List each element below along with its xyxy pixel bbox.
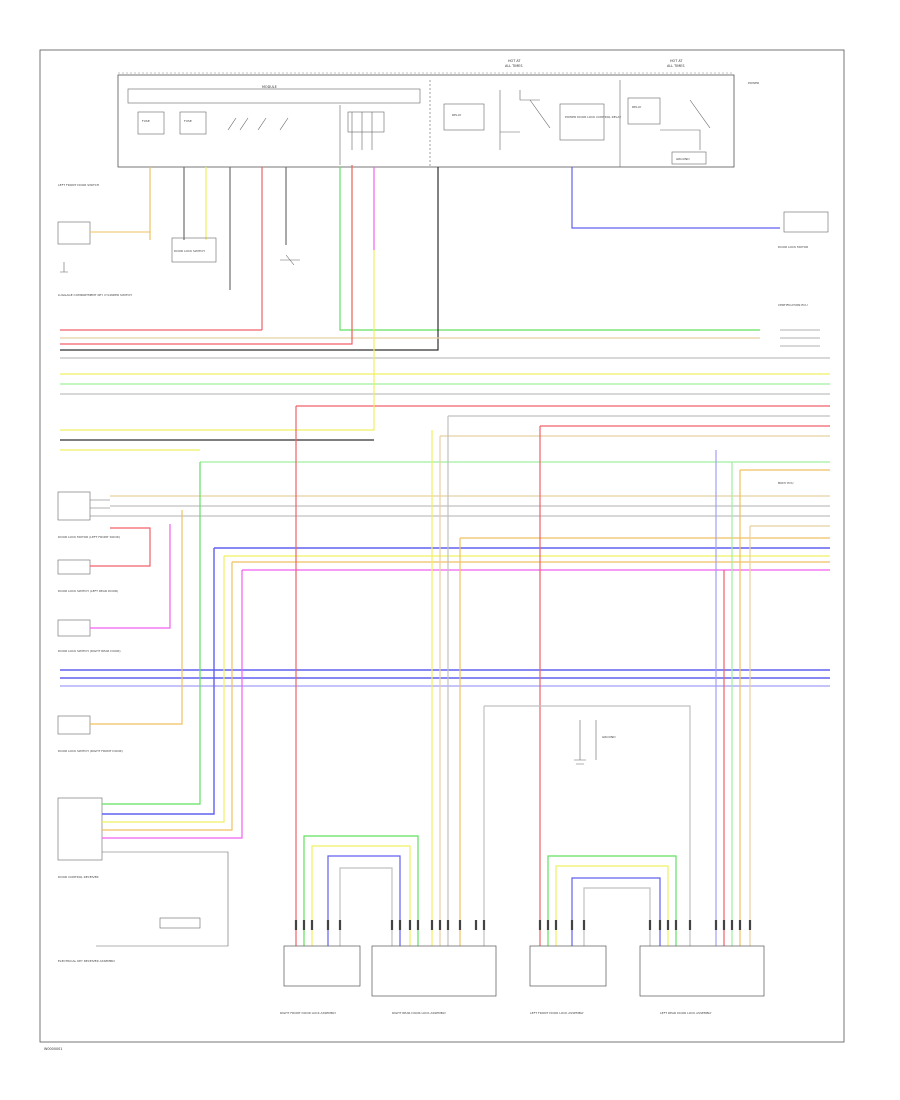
loop-rf-green [303,835,419,946]
door-lock-switch-lr-label: DOOR LOCK SWITCH (LEFT REAR DOOR) [58,589,118,593]
wire-black-drop [60,167,439,351]
hot-right-line1: HOT AT [670,59,683,63]
fuse-2-box [179,111,207,135]
door-control-receiver-group: DOOR CONTROL RECEIVER ELECTRICAL KEY REC… [57,462,243,963]
fuse-1-label: FUSE [142,119,150,123]
mid-ground-lines [574,720,597,765]
loop-lf-blue [571,877,661,946]
door-lock-switch-rr-label: DOOR LOCK SWITCH (RIGHT REAR DOOR) [58,649,121,653]
relay-1-box [443,103,485,131]
certification-ecu-label: CERTIFICATION ECU [778,303,808,307]
certification-ecu-pins [780,329,820,347]
top-module-group: MODULE HOT AT ALL TIMES HOT AT ALL TIMES… [117,59,759,168]
left-front-door-switch-label: LEFT FRONT DOOR SWITCH [58,183,99,187]
relay-1-contact [499,90,551,150]
ground-label: GROUND [676,157,690,161]
fuse-1-box [137,111,165,135]
body-ecu-label: BODY ECU [778,481,794,485]
door-lock-switch-box [171,237,217,263]
power-relay-box [559,103,605,141]
relay-2-label: RELAY [632,105,642,109]
bus-yellow-2 [60,250,375,431]
ground-box [671,151,707,165]
loop-lf-green [547,855,677,946]
power-relay-label: POWER DOOR LOCK CONTROL RELAY [565,115,621,119]
hot-right-line2: ALL TIMES [667,64,684,68]
left-top-components: LEFT FRONT DOOR SWITCH DOOR LOCK SWITCH … [57,183,300,297]
rr-door-lock-label: RIGHT REAR DOOR LOCK ASSEMBLY [392,1011,446,1015]
rf-door-lock-label: RIGHT FRONT DOOR LOCK ASSEMBLY [280,1011,336,1015]
mid-ground-symbol: GROUND [574,720,616,765]
bottom-connectors: RIGHT FRONT DOOR LOCK ASSEMBLY RIGHT REA… [280,920,765,1015]
module-drop-wires [60,167,780,351]
receiver-wire-orange [102,562,233,831]
door-control-receiver-box [57,797,103,861]
door-lock-switch-label: DOOR LOCK SWITCH [174,249,205,253]
switch-symbol-1 [227,117,289,131]
module-bar [127,88,421,104]
luggage-key-label: LUGGAGE COMPARTMENT KEY CYLINDER SWITCH [58,293,132,297]
right-components: DOOR LOCK MOTOR CERTIFICATION ECU BODY E… [778,211,829,485]
internal-vertical-bus [339,105,373,165]
receiver-wire-pink [102,570,243,839]
receiver-wire-yellow [102,556,225,823]
loop-rf-blue [327,855,401,946]
receiver-ground-box [159,917,201,929]
left-front-door-switch-box [57,221,91,245]
footer-code: W0000001 [44,1047,62,1051]
hot-left-line2: ALL TIMES [505,64,522,68]
door-lock-switch-rf-wire [90,510,183,725]
door-lock-motor-lf-wires [90,499,110,517]
lf-door-lock-label: LEFT FRONT DOOR LOCK ASSEMBLY [530,1011,584,1015]
bus-red-2 [60,165,353,345]
door-lock-switch-rr-box [57,619,91,637]
connector-loops [303,835,677,946]
door-lock-motor-lf-box [57,491,91,521]
receiver-wire-green [102,462,201,805]
lf-door-lock-connector [529,945,607,987]
door-lock-motor-right-box [783,211,829,233]
lr-door-lock-label: LEFT REAR DOOR LOCK ASSEMBLY [660,1011,712,1015]
door-lock-motor-lf-label: DOOR LOCK MOTOR (LEFT FRONT DOOR) [58,535,120,539]
loop-lf-yellow [555,865,669,946]
fuse-2-label: FUSE [184,119,192,123]
horizontal-bus [60,165,830,687]
loop-rf-yellow [311,845,411,946]
main-module-box [117,74,735,168]
door-lock-switch-lr-box [57,559,91,575]
door-lock-switch-rf-label: DOOR LOCK SWITCH (RIGHT FRONT DOOR) [58,749,123,753]
wire-lightblue-drop [571,167,780,229]
mid-ground-label: GROUND [602,735,616,739]
relay-2-box [627,97,661,125]
rf-door-lock-connector [283,945,361,987]
loop-lf-gray [583,887,651,946]
lr-door-lock-connector [639,945,765,997]
left-switches: DOOR LOCK MOTOR (LEFT FRONT DOOR) DOOR L… [57,491,183,753]
receiver-wire-gray [96,851,229,947]
left-front-door-switch-ground [60,262,68,273]
right-module-note: POWER [748,81,759,85]
door-lock-motor-right-label: DOOR LOCK MOTOR [778,245,808,249]
drop-gray-lr-2 [484,705,691,946]
door-control-receiver-label: DOOR CONTROL RECEIVER [58,875,99,879]
rr-door-lock-connector [371,945,497,997]
wire-green-drop [339,167,760,331]
door-lock-switch-lr-wire-red [90,527,151,567]
door-lock-switch-rr-wire-pink [90,524,171,629]
diagram-border [39,49,845,1043]
receiver-wire-blue [102,548,215,815]
lamp-symbol [280,254,300,266]
internal-connector-box [347,111,385,133]
connector-pin-marks [294,920,752,930]
vertical-drops-bottom [295,406,751,946]
electrical-key-receiver-label: ELECTRICAL KEY RECEIVER ASSEMBLY [58,959,115,963]
relay-2-contact [660,99,711,150]
module-bar-label: MODULE [262,85,277,89]
loop-rf-gray [339,867,393,946]
hot-left-line1: HOT AT [508,59,521,63]
door-lock-switch-rf-box [57,715,91,735]
relay-1-label: RELAY [452,113,462,117]
